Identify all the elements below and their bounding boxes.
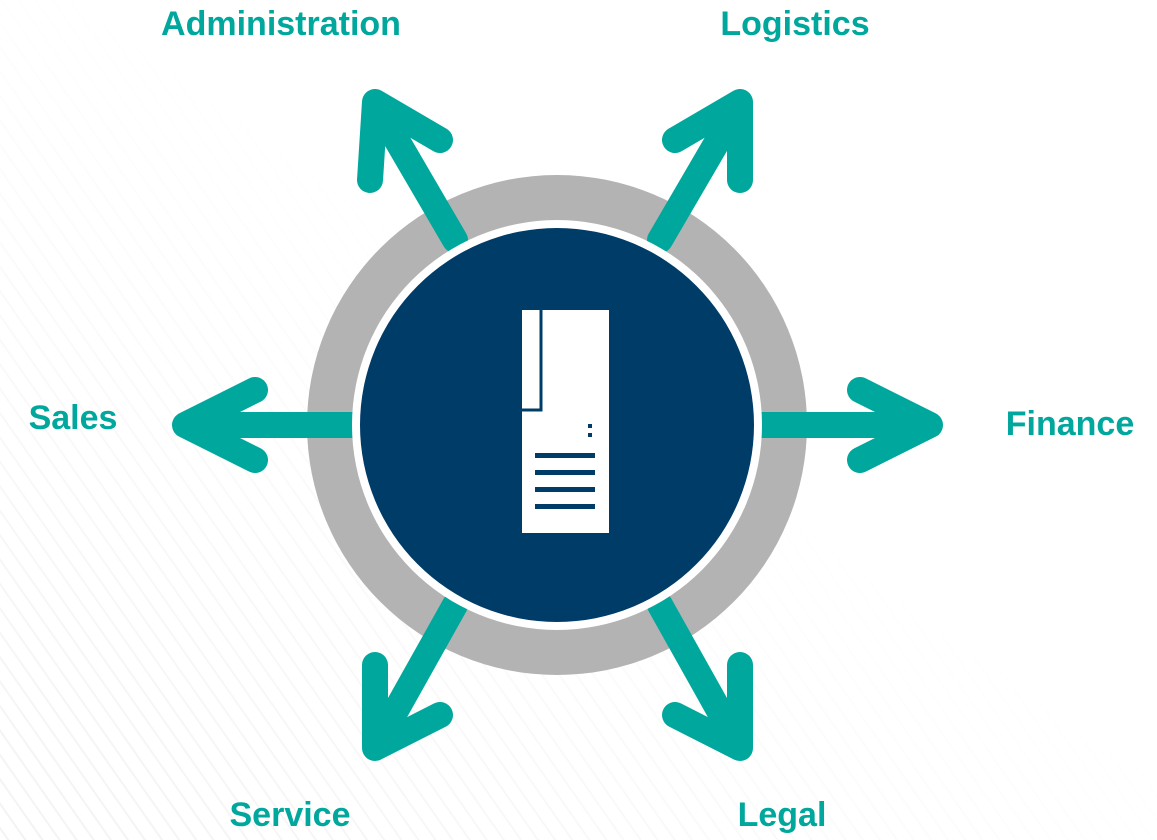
label-logistics: Logistics [720,5,870,43]
arrow-down-left-icon [362,592,468,761]
label-administration: Administration [161,5,401,43]
label-finance: Finance [1005,405,1135,443]
arrow-up-right-icon [647,89,753,253]
arrow-right-icon [747,377,943,473]
arrow-down-right-icon [647,592,753,761]
label-service: Service [229,796,351,834]
label-sales: Sales [28,399,118,437]
arrow-left-icon [172,377,368,473]
arrow-up-left-icon [357,89,468,253]
document-icon [522,310,609,533]
label-legal: Legal [737,796,827,834]
